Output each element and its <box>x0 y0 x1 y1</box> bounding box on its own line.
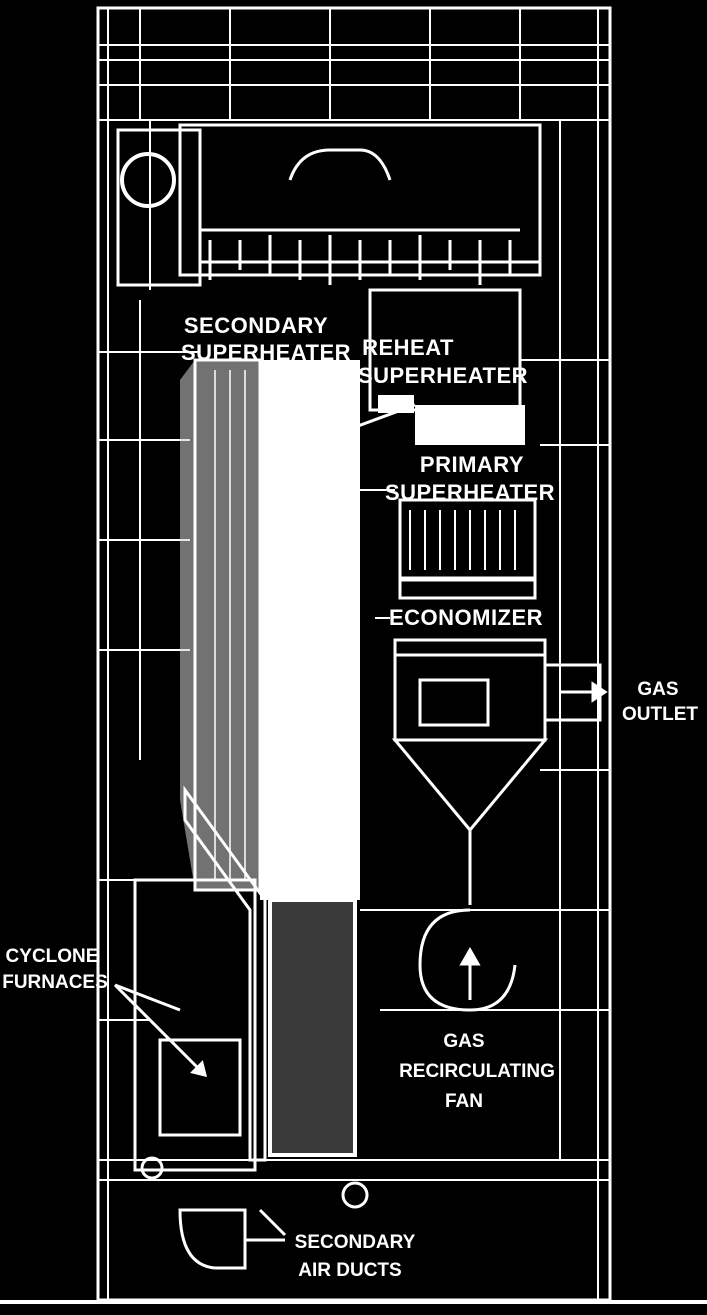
label-leaders <box>355 489 395 619</box>
label-cyclone-furnaces-1: CYCLONE <box>6 946 99 967</box>
label-secondary-superheater-1: SECONDARY <box>184 313 328 338</box>
label-gas-recirculating-fan-3: FAN <box>445 1091 483 1112</box>
label-secondary-air-ducts-1: SECONDARY <box>295 1232 416 1253</box>
label-secondary-superheater-2: SUPERHEATER <box>181 340 351 365</box>
label-gas-recirculating-fan-1: GAS <box>443 1031 484 1052</box>
cyclone-furnaces <box>113 878 369 1209</box>
gas-recirculating-fan <box>418 908 517 1012</box>
label-secondary-air-ducts-2: AIR DUCTS <box>298 1260 401 1281</box>
economizer-hopper <box>391 638 549 905</box>
label-gas-outlet-2: OUTLET <box>622 704 698 725</box>
label-gas-recirculating-fan-2: RECIRCULATING <box>399 1061 555 1082</box>
label-primary-superheater-2: SUPERHEATER <box>385 480 555 505</box>
furnace-column <box>180 358 360 1162</box>
label-gas-outlet-1: GAS <box>637 679 678 700</box>
labels: SECONDARY SUPERHEATER REHEAT SUPERHEATER… <box>2 313 698 1281</box>
label-reheat-superheater-1: REHEAT <box>362 335 454 360</box>
label-reheat-superheater-2: SUPERHEATER <box>358 363 528 388</box>
label-economizer: ECONOMIZER <box>389 605 543 630</box>
reheat-superheater-bank <box>319 288 525 445</box>
secondary-air-ducts <box>178 1208 287 1270</box>
label-cyclone-furnaces-2: FURNACES <box>2 972 108 993</box>
building-frame <box>0 6 707 1304</box>
gas-outlet-duct <box>543 663 608 722</box>
header-piping <box>178 123 542 285</box>
steam-drum <box>116 128 202 287</box>
label-primary-superheater-1: PRIMARY <box>420 452 524 477</box>
primary-superheater-bank <box>398 498 537 600</box>
